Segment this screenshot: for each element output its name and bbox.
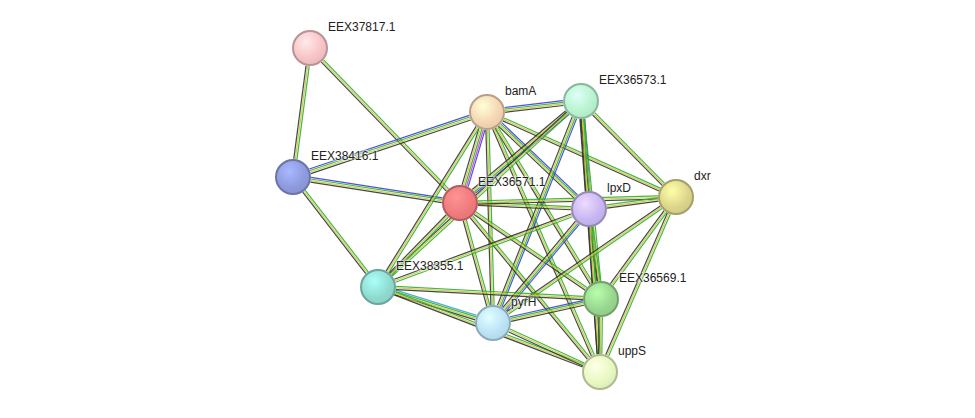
protein-label: bamA xyxy=(505,84,536,98)
interaction-edge xyxy=(310,177,442,202)
protein-node: lpxD xyxy=(571,191,607,227)
edge-strand xyxy=(310,117,470,171)
protein-node: bamA xyxy=(469,94,505,130)
edge-strand xyxy=(324,60,449,189)
interaction-edge xyxy=(394,214,572,283)
protein-label: EEX38416.1 xyxy=(311,149,378,163)
edge-strand xyxy=(303,192,366,274)
edge-strand xyxy=(509,332,583,366)
edge-strand xyxy=(478,205,571,209)
protein-node: EEX36569.1 xyxy=(583,281,619,317)
interaction-edge xyxy=(474,212,587,290)
edge-strand xyxy=(304,191,367,273)
edge-strand xyxy=(395,215,572,281)
edge-strand xyxy=(600,317,602,354)
protein-node: EEX37817.1 xyxy=(292,30,328,66)
interaction-edge xyxy=(599,317,603,354)
edge-strand xyxy=(396,288,583,298)
interaction-edge xyxy=(581,119,601,354)
interaction-edge xyxy=(321,60,448,191)
edge-strand xyxy=(473,216,590,357)
protein-label: dxr xyxy=(694,169,711,183)
edge-strand xyxy=(582,119,598,354)
interaction-edge xyxy=(396,286,583,299)
edge-strand xyxy=(395,217,572,283)
edge-strand xyxy=(598,317,600,354)
edge-strand xyxy=(505,105,563,112)
edge-strand xyxy=(395,293,583,365)
edge-strand xyxy=(310,182,441,202)
edge-strand xyxy=(607,199,658,206)
interaction-edge xyxy=(497,117,576,307)
protein-label: EEX37817.1 xyxy=(328,20,395,34)
edge-strand xyxy=(510,329,584,363)
protein-label: lpxD xyxy=(607,181,631,195)
edge-strand xyxy=(595,113,665,183)
protein-node: dxr xyxy=(658,179,694,215)
edge-strand xyxy=(294,66,306,159)
edge-strand xyxy=(502,119,577,308)
edge-strand xyxy=(388,127,478,271)
interaction-edge xyxy=(309,115,470,173)
protein-node: pyrH xyxy=(475,305,511,341)
edge-strand xyxy=(309,115,469,169)
edge-strand xyxy=(311,181,442,201)
protein-label: pyrH xyxy=(511,295,536,309)
edge-strand xyxy=(394,295,582,367)
interaction-edge xyxy=(505,101,564,113)
edge-strand xyxy=(395,292,476,317)
interaction-edge xyxy=(394,292,584,367)
protein-node: uppS xyxy=(582,354,618,390)
interaction-edge xyxy=(486,130,494,305)
interaction-edge xyxy=(303,190,369,273)
interaction-edge xyxy=(294,66,309,160)
edge-strand xyxy=(607,198,658,205)
edge-strand xyxy=(464,129,481,185)
edge-strand xyxy=(486,130,491,305)
edge-strand xyxy=(311,177,442,197)
protein-label: uppS xyxy=(618,344,646,358)
edge-strand xyxy=(297,66,309,159)
edge-strand xyxy=(394,214,571,280)
protein-label: EEX36569.1 xyxy=(619,271,686,285)
edge-strand xyxy=(505,104,563,111)
edge-strand xyxy=(321,62,446,191)
edge-strand xyxy=(594,114,664,184)
edge-strand xyxy=(305,190,368,272)
protein-node: EEX36571.1 xyxy=(442,185,478,221)
edge-strand xyxy=(601,317,603,354)
edge-strand xyxy=(311,179,442,199)
edge-strand xyxy=(509,330,583,364)
interaction-edge xyxy=(509,329,585,366)
edge-strand xyxy=(593,115,663,185)
edge-strand xyxy=(471,217,588,358)
protein-node: EEX38355.1 xyxy=(360,269,396,305)
protein-label: EEX38355.1 xyxy=(396,259,463,273)
interaction-edge xyxy=(386,126,479,272)
edge-strand xyxy=(323,61,448,190)
edge-strand xyxy=(505,102,563,109)
interaction-edge xyxy=(593,113,665,186)
interaction-edge xyxy=(394,290,476,320)
protein-label: EEX36571.1 xyxy=(478,175,545,189)
interaction-edge xyxy=(607,198,659,208)
edge-strand xyxy=(396,290,583,300)
edge-strand xyxy=(389,128,479,272)
edge-strand xyxy=(310,118,470,172)
protein-node: EEX38416.1 xyxy=(275,159,311,195)
edge-strand xyxy=(607,201,658,208)
edge-strand xyxy=(462,128,479,184)
edge-strand xyxy=(584,119,600,354)
edge-strand xyxy=(295,66,307,159)
protein-node: EEX36573.1 xyxy=(563,83,599,119)
edge-strand xyxy=(500,118,575,307)
protein-label: EEX36573.1 xyxy=(599,73,666,87)
edge-strand xyxy=(311,120,471,174)
